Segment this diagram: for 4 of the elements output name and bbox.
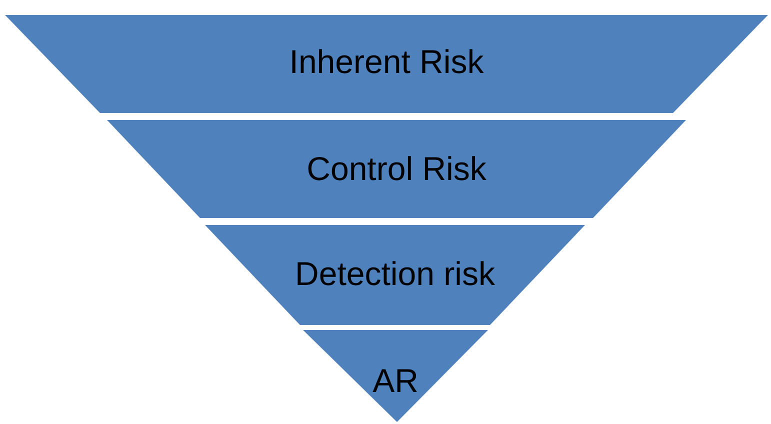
band-label: Inherent Risk xyxy=(288,43,485,81)
band-label: Detection risk xyxy=(294,255,496,293)
band-label: Control Risk xyxy=(306,150,488,188)
band-label: AR xyxy=(372,362,420,400)
